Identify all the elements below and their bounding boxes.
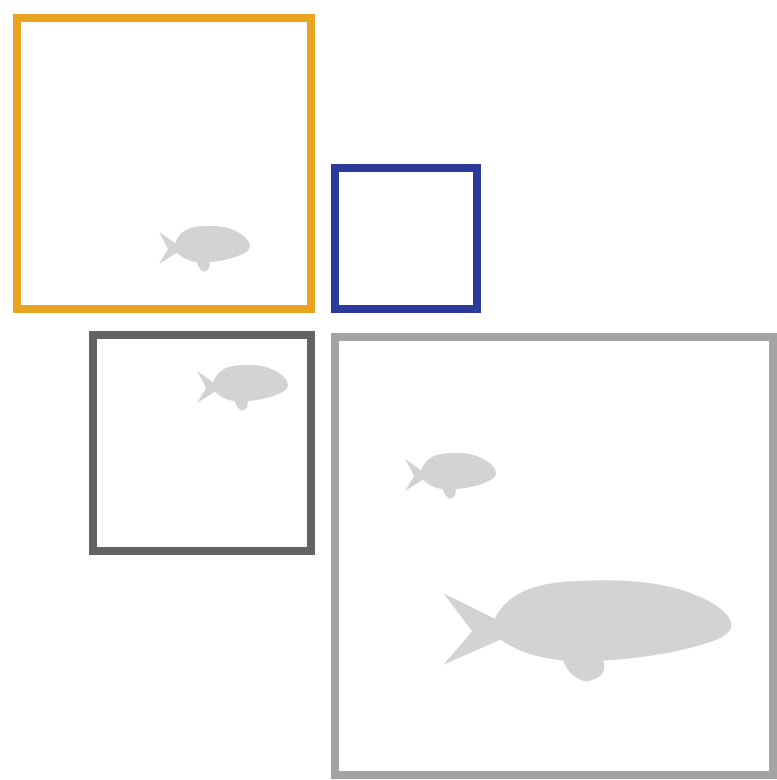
- panel-blue: [335, 168, 477, 309]
- fish-icon: [444, 580, 732, 681]
- fish-icon: [197, 365, 288, 411]
- fish-icon: [159, 226, 250, 272]
- panel-dark-gray: [93, 335, 311, 551]
- panel-light-gray: [335, 337, 773, 775]
- panel-orange: [17, 18, 311, 309]
- fish-icon: [405, 453, 496, 499]
